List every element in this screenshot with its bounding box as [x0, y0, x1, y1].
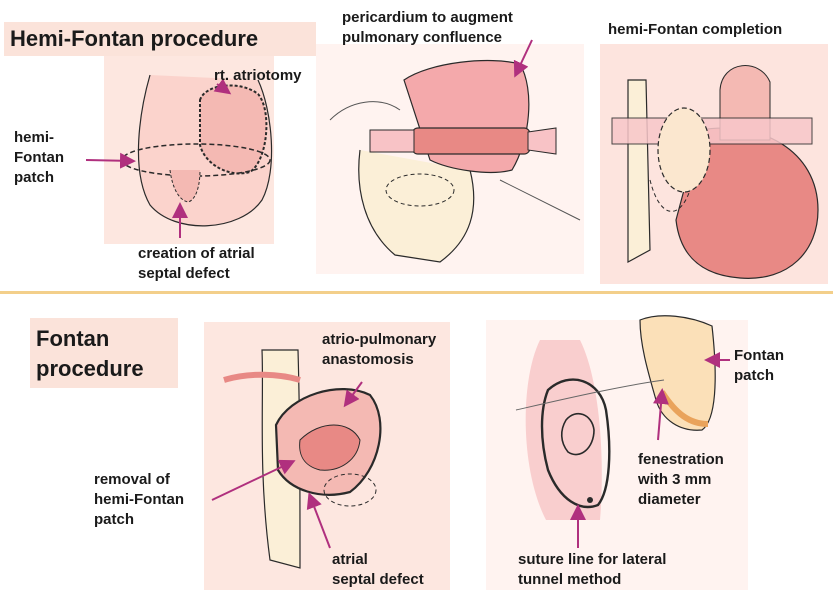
- completion-svc: [628, 80, 650, 262]
- label-removal-hemi-fontan-patch: removal of hemi-Fontan patch: [94, 470, 184, 530]
- atriopulmonary-illustration: [212, 350, 380, 568]
- atrial-septal-arrow: [310, 496, 330, 548]
- label-creation-atrial-septal-defect: creation of atrial septal defect: [138, 244, 255, 284]
- pulmonary-confluence: [412, 128, 530, 154]
- pericardium-arrow: [516, 40, 532, 74]
- atriotomy-flap: [200, 85, 266, 173]
- completion-atrium-dashed: [658, 108, 710, 192]
- label-suture-line: suture line for lateral tunnel method: [518, 550, 666, 590]
- pericardium-illustration: [330, 40, 580, 262]
- completion-illustration: [612, 66, 818, 279]
- label-atrial-septal-defect: atrial septal defect: [332, 550, 424, 590]
- hemi-patch-arrow: [86, 160, 132, 161]
- completion-pa: [612, 118, 812, 144]
- lt-fenestration-dot: [587, 497, 593, 503]
- label-fontan-patch: Fontan patch: [734, 346, 784, 386]
- label-pericardium: pericardium to augment pulmonary conflue…: [342, 8, 513, 48]
- label-atrio-pulmonary-anastomosis: atrio-pulmonary anastomosis: [322, 330, 436, 370]
- pericardial-patch: [404, 61, 529, 173]
- pa-branch-right: [528, 128, 556, 154]
- label-hemi-fontan-patch: hemi- Fontan patch: [14, 128, 64, 188]
- label-rt-atriotomy: rt. atriotomy: [214, 66, 302, 86]
- lateral-tunnel-illustration: [516, 316, 730, 548]
- lt-tunnel-shadow: [526, 340, 602, 520]
- label-fenestration: fenestration with 3 mm diameter: [638, 450, 724, 510]
- atriotomy-illustration: [86, 75, 272, 238]
- label-hemi-fontan-completion: hemi-Fontan completion: [608, 20, 782, 40]
- pa-branch-left: [370, 130, 414, 152]
